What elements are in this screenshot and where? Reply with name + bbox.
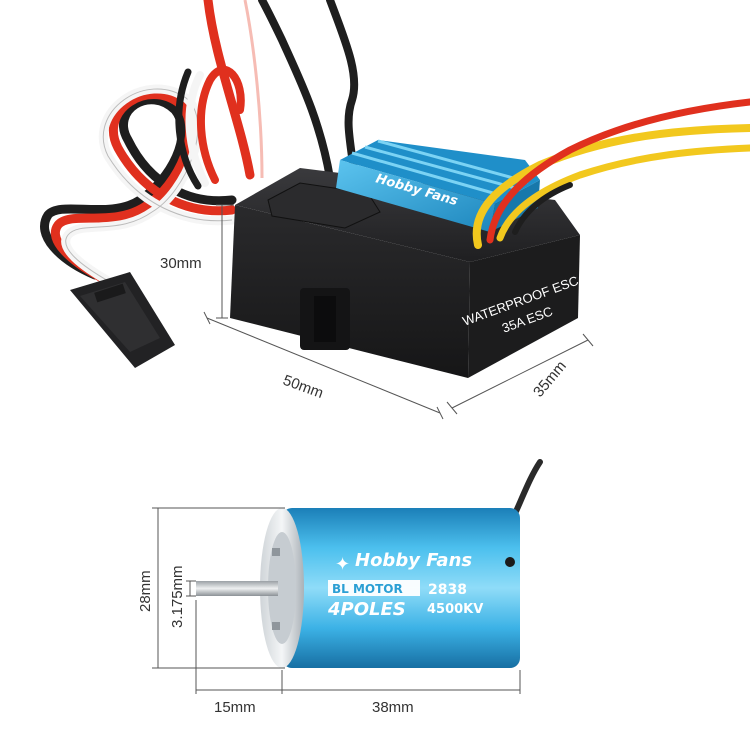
esc-wires	[40, 0, 359, 287]
motor-printing: Hobby Fans ✦ BL MOTOR 2838 4POLES 4500KV	[327, 550, 483, 620]
esc-length-label: 50mm	[281, 372, 326, 402]
motor-mascot-icon: ✦	[335, 554, 350, 575]
esc-dimension-lines	[203, 204, 594, 420]
motor-brand-logo: Hobby Fans	[355, 550, 472, 571]
motor-poles-label: 4POLES	[327, 599, 406, 620]
esc-height-label: 30mm	[160, 255, 202, 272]
esc-motor-leads	[472, 98, 750, 249]
motor-model-label: BL MOTOR	[332, 582, 403, 596]
esc-heatsink: Hobby Fans	[336, 139, 540, 232]
motor-shaft	[196, 581, 278, 596]
motor-kv-label: 4500KV	[427, 602, 483, 617]
servo-connector	[70, 272, 175, 368]
motor-height-label: 28mm	[137, 570, 154, 612]
motor-model-number: 2838	[428, 582, 467, 598]
motor-shaft-length-label: 15mm	[214, 699, 256, 716]
motor-body-length-label: 38mm	[372, 699, 414, 716]
esc-body: WATERPROOF ESC 35A ESC	[230, 168, 580, 378]
motor-dimension-lines	[152, 507, 521, 694]
esc-width-label: 35mm	[530, 358, 570, 401]
motor-shaft-diameter-label: 3.175mm	[169, 565, 186, 628]
